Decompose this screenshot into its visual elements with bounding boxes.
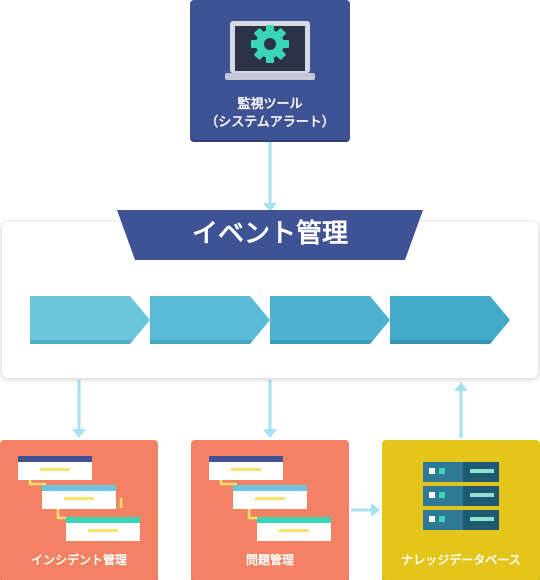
process-stage-1 xyxy=(30,296,150,344)
server-rack-icon xyxy=(423,462,499,530)
laptop-gear-icon xyxy=(225,21,315,80)
flowchart-icon xyxy=(18,456,140,541)
knowledge-database-label: ナレッジデータベース xyxy=(401,553,521,567)
incident-management-card: インシデント管理 xyxy=(0,440,158,580)
monitoring-tool-label: 監視ツール xyxy=(237,97,303,112)
process-stage-4 xyxy=(390,296,510,344)
knowledge-database-card: ナレッジデータベース xyxy=(382,440,540,580)
process-stage-2 xyxy=(150,296,270,344)
event-management-title: イベント管理 xyxy=(191,219,348,249)
problem-management-card: 問題管理 xyxy=(191,440,349,580)
process-stage-3 xyxy=(270,296,390,344)
monitoring-tool-sublabel: （システムアラート） xyxy=(205,115,335,130)
monitoring-tool-card: 監視ツール （システムアラート） xyxy=(190,0,350,140)
process-stages xyxy=(30,296,510,344)
flowchart-icon xyxy=(209,456,331,541)
problem-management-label: 問題管理 xyxy=(245,553,294,567)
incident-management-label: インシデント管理 xyxy=(30,553,127,567)
event-management-banner xyxy=(117,210,423,260)
